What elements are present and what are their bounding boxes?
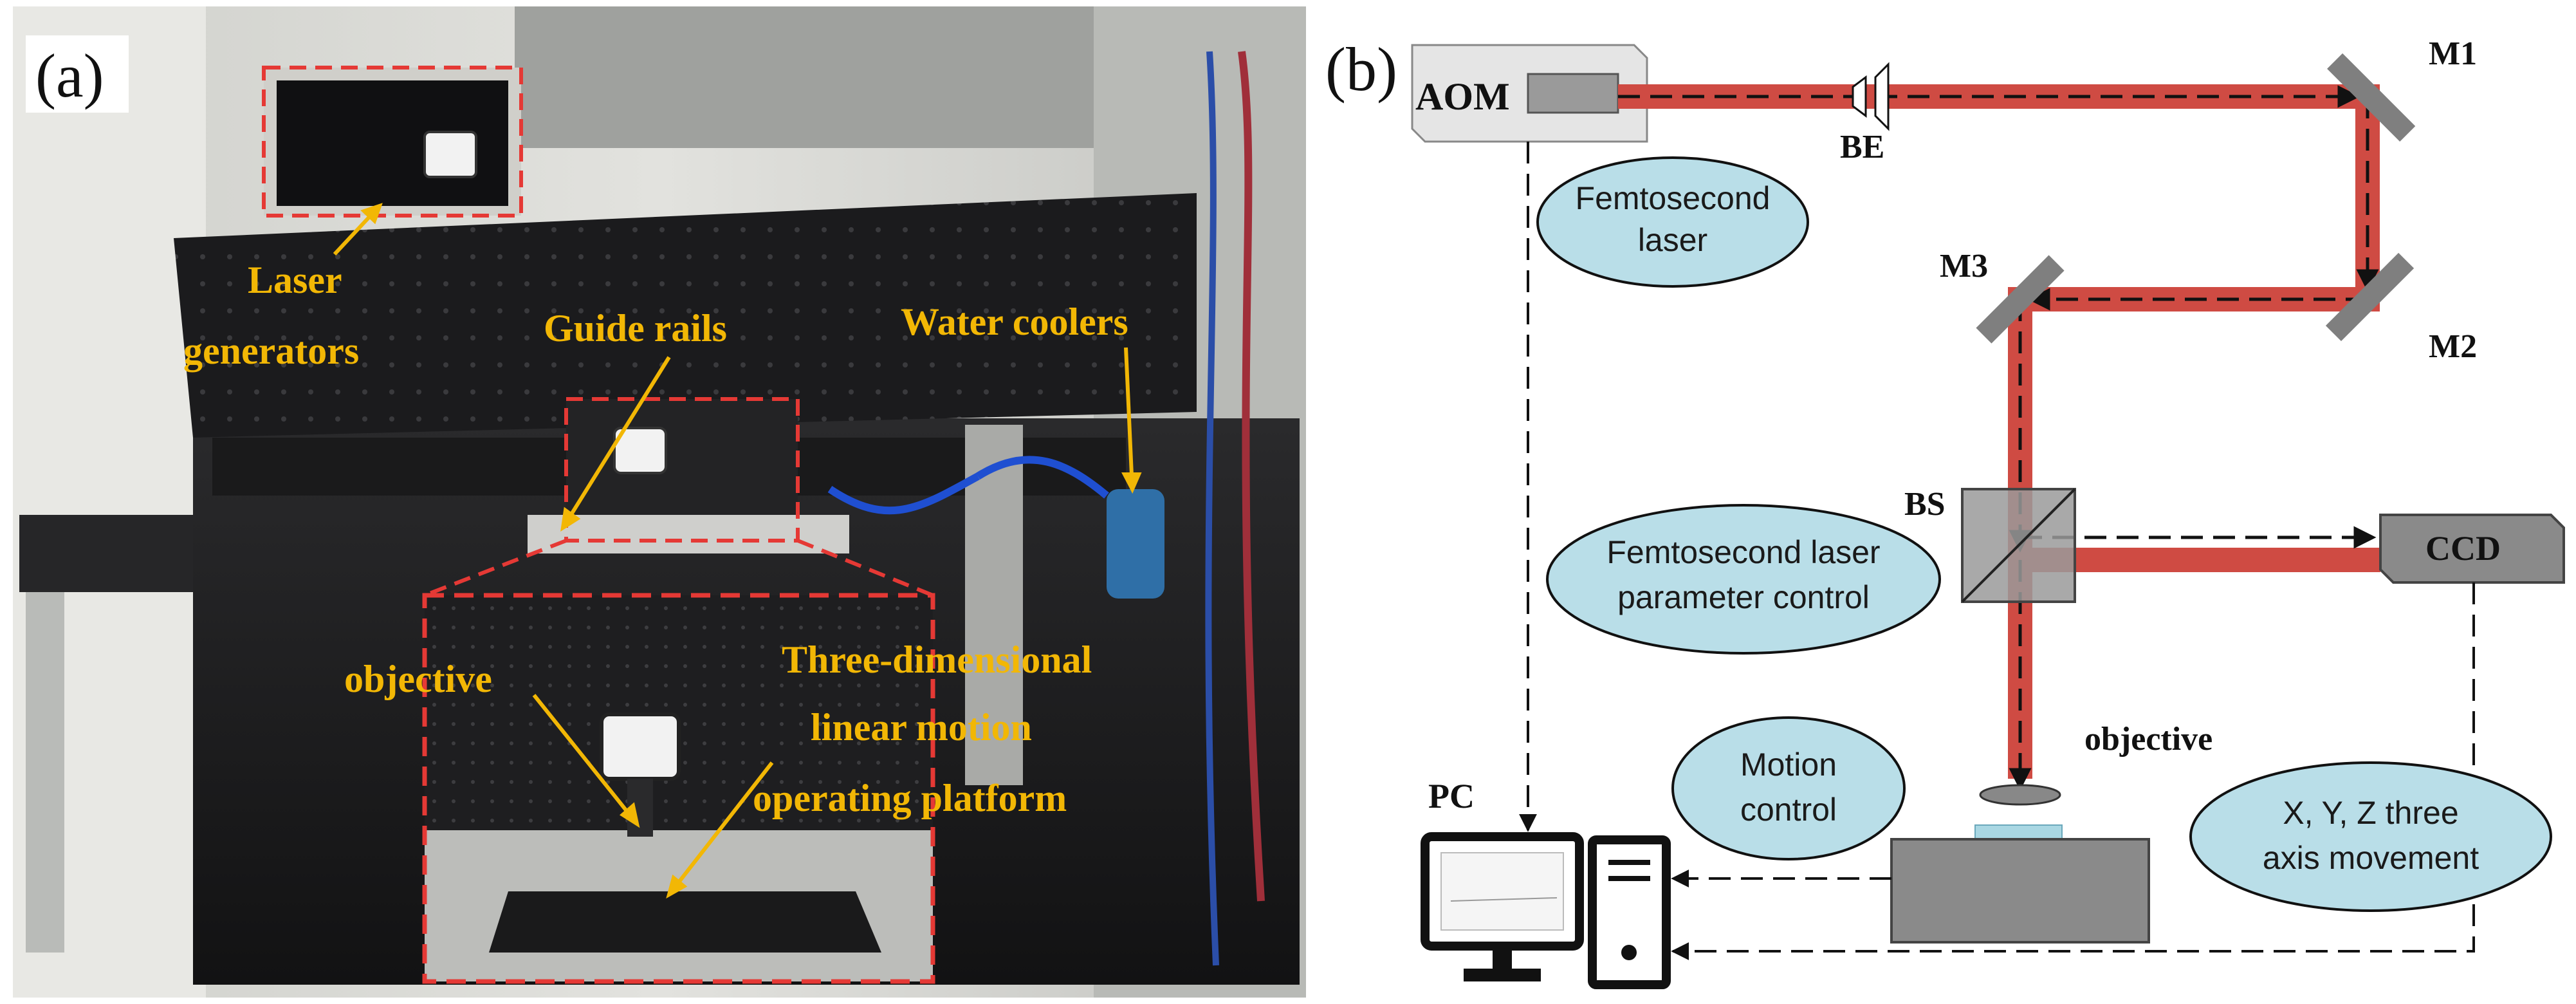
ccd-camera xyxy=(2379,514,2565,584)
pc-screen-trace xyxy=(1450,897,1558,902)
aom-label: AOM xyxy=(1415,75,1510,118)
panel-a-photo: Laser generators Guide rails Water coole… xyxy=(13,6,1306,998)
m1-label: M1 xyxy=(2429,35,2477,72)
label-platform-3: operating platform xyxy=(753,777,1067,819)
camera-tag xyxy=(613,427,667,474)
bubble-parameter-control-line2: parameter control xyxy=(1617,579,1870,615)
arrow-rails xyxy=(561,356,671,529)
pc-screen xyxy=(1440,852,1564,931)
label-objective: objective xyxy=(344,658,492,700)
guide-rail xyxy=(528,515,849,553)
bubble-motion-control-line1: Motion xyxy=(1740,747,1837,783)
label-guide-rails: Guide rails xyxy=(544,307,727,349)
bubbles: Femtosecond laser Femtosecond laser para… xyxy=(1536,156,2552,912)
highlight-box-laser xyxy=(262,66,523,218)
m2-label: M2 xyxy=(2429,328,2477,365)
pc-monitor-neck xyxy=(1493,946,1512,969)
pc-label: PC xyxy=(1428,777,1475,815)
m3-label: M3 xyxy=(1940,248,1988,284)
motion-stage xyxy=(1890,838,2150,944)
support-pillar xyxy=(965,425,1023,785)
be-label: BE xyxy=(1840,129,1884,165)
bubble-parameter-control-line1: Femtosecond laser xyxy=(1606,534,1880,570)
inset-platform xyxy=(489,891,881,953)
be-lens-2 xyxy=(1874,62,1890,131)
bubble-xyz-movement-line2: axis movement xyxy=(2263,840,2479,876)
mirror-m2 xyxy=(2325,252,2415,342)
arrow-cooler xyxy=(1124,347,1134,490)
coolant-tube xyxy=(975,456,1109,499)
panel-b-label: (b) xyxy=(1325,35,1397,104)
pc-monitor-base xyxy=(1464,969,1541,981)
bubble-motion-control xyxy=(1671,716,1906,860)
label-platform-2: linear motion xyxy=(811,706,1032,748)
water-cooler-filter xyxy=(1107,489,1164,599)
beam-expander xyxy=(1852,62,1890,131)
coolant-tube xyxy=(827,472,980,515)
control-lines xyxy=(1519,142,2475,960)
panel-a-label-bg xyxy=(26,35,129,113)
label-generators: generators xyxy=(183,330,359,372)
be-lens-1 xyxy=(1852,75,1867,118)
beam-splitter-diagonal xyxy=(1961,488,2076,603)
objective-tag xyxy=(600,712,681,781)
arrow-objective xyxy=(532,694,639,825)
photo-annotations: Laser generators Guide rails Water coole… xyxy=(183,259,1128,819)
optical-breadboard xyxy=(174,193,1197,438)
objective-label: objective xyxy=(2084,721,2213,758)
arrowhead xyxy=(620,802,640,828)
bs-label: BS xyxy=(1904,486,1946,523)
bubble-parameter-control xyxy=(1546,504,1941,655)
bubble-xyz-movement xyxy=(2189,761,2552,912)
arrowhead xyxy=(360,203,383,225)
bubble-xyz-movement-line1: X, Y, Z three xyxy=(2283,795,2458,831)
ccd-label: CCD xyxy=(2425,529,2501,568)
bubble-femtosecond-laser-line2: laser xyxy=(1638,222,1707,258)
objective-lens-symbol xyxy=(1979,784,2061,806)
bubble-femtosecond-laser-line1: Femtosecond xyxy=(1576,180,1771,216)
line-ccd-pc xyxy=(1671,582,2475,960)
cable xyxy=(1238,51,1265,902)
laser-tag xyxy=(423,131,477,178)
panel-b-schematic: (b) AOM BE M1 M2 M3 xyxy=(1325,35,2565,989)
highlight-box-inset xyxy=(422,593,935,984)
pc-computer xyxy=(1421,832,1671,989)
ceiling-frame xyxy=(515,6,1094,148)
bubble-motion-control-line2: control xyxy=(1740,792,1837,828)
mirror-m1 xyxy=(2327,53,2416,142)
aom-crystal xyxy=(1527,73,1619,114)
pc-power-button xyxy=(1621,945,1637,960)
mirror-m3 xyxy=(1976,255,2065,344)
bubble-femtosecond-laser xyxy=(1536,156,1809,288)
table-leg xyxy=(26,592,64,953)
arrowhead xyxy=(560,507,581,532)
label-laser: Laser xyxy=(248,259,342,301)
label-platform-1: Three-dimensional xyxy=(782,638,1092,681)
annotation-arrows xyxy=(333,203,1142,899)
cable xyxy=(1205,51,1219,966)
arrow-platform xyxy=(667,761,774,896)
panel-a-label: (a) xyxy=(35,41,104,110)
sample xyxy=(1974,824,2063,840)
arrowhead xyxy=(1121,472,1142,494)
arrowhead xyxy=(666,874,688,899)
highlight-box-rails xyxy=(564,397,800,543)
label-water-coolers: Water coolers xyxy=(901,301,1128,343)
